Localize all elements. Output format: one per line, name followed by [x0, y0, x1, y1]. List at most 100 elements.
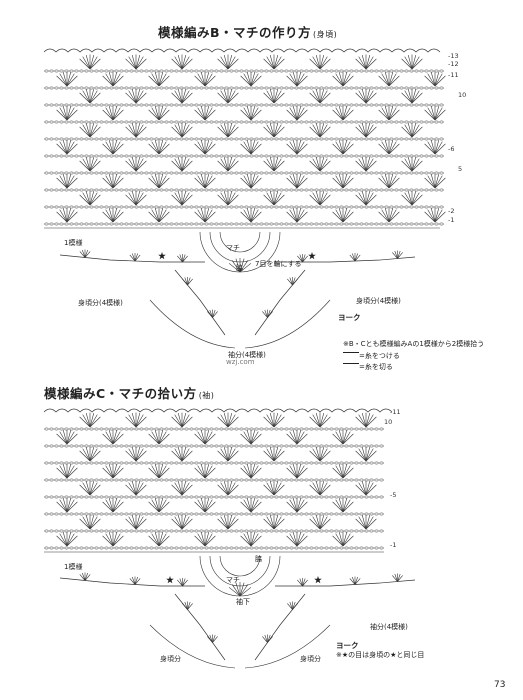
section-c-chart-fan	[181, 414, 190, 428]
section-b-chart-chain	[289, 137, 294, 141]
section-c-chart-fan	[85, 481, 91, 496]
section-b-chart-chain	[314, 171, 319, 175]
section-b-chart-chain	[59, 69, 64, 73]
section-b-chart-chain	[89, 222, 94, 226]
section-c-chart-chain	[199, 495, 204, 499]
section-c-chart-fan	[174, 414, 183, 428]
section-b-chart-chain	[434, 69, 439, 73]
section-c-left-upper-fan	[182, 578, 186, 587]
row-number: 5	[458, 165, 463, 173]
section-b-left-upper-fan	[177, 255, 183, 263]
section-b-chart-chain	[434, 154, 439, 158]
section-c-right-upper-fan	[297, 579, 303, 587]
section-c-chart-chain	[354, 495, 359, 499]
section-c-chart-fan	[174, 448, 183, 462]
section-b-chart-fan	[384, 174, 390, 189]
section-c-chart-chain	[64, 529, 69, 533]
section-b-chart-fan	[365, 55, 371, 70]
section-b-chart-fan	[434, 141, 443, 155]
star-icon	[314, 576, 322, 584]
section-b-chart-chain	[254, 103, 259, 107]
section-c-chart-fan	[365, 516, 374, 530]
section-b-chart-fan	[355, 58, 367, 70]
section-c-chart-fan	[204, 498, 210, 513]
section-b-chart-chain	[224, 188, 229, 192]
section-b-chart-fan	[332, 143, 344, 155]
section-b-chart-fan	[227, 58, 239, 70]
section-b-chart-chain	[144, 120, 149, 124]
section-c-chart-fan	[289, 465, 298, 479]
section-c-chart-fan	[312, 482, 321, 496]
section-b-chart-chain	[184, 171, 189, 175]
section-b-chart-chain	[274, 222, 279, 226]
section-c-chart-chain	[144, 461, 149, 465]
section-c-right-upper-fan	[394, 573, 398, 582]
section-b-chart-fan	[177, 55, 183, 70]
section-c-chart-chain	[154, 529, 159, 533]
section-b-chart-fan	[289, 209, 298, 223]
section-b-chart-chain	[129, 69, 134, 73]
section-b-chart-chain	[229, 137, 234, 141]
section-b-chart-fan	[243, 73, 252, 87]
section-b-chart-chain	[139, 205, 144, 209]
section-c-chart-chain	[114, 495, 119, 499]
section-b-chart-chain	[439, 222, 444, 226]
section-b-chart-chain	[49, 137, 54, 141]
section-c-chart-chain	[69, 461, 74, 465]
section-c-chart-fan	[181, 413, 187, 428]
section-b-chart-chain	[219, 171, 224, 175]
section-b-left-upper-fan	[182, 255, 188, 263]
section-b-chart-chain	[229, 222, 234, 226]
section-b-chart-chain	[79, 154, 84, 158]
section-b-chart-fan	[204, 72, 210, 87]
section-b-chart-fan	[332, 75, 344, 87]
section-b-chart-chain	[189, 188, 194, 192]
section-c-chart-chain	[264, 427, 269, 431]
section-b-chart-fan	[135, 123, 141, 138]
section-b-chart-fan	[342, 177, 354, 189]
section-b-chart-chain	[384, 103, 389, 107]
section-c-chart-chain	[329, 546, 334, 550]
section-b-chart-chain	[79, 188, 84, 192]
section-b-chart-chain	[174, 171, 179, 175]
section-b-chart-fan	[355, 160, 367, 172]
section-c-chart-chain	[149, 495, 154, 499]
section-b-chart-fan	[273, 194, 285, 206]
section-b-chart-chain	[54, 222, 59, 226]
section-b-chart-fan	[85, 123, 91, 138]
section-c-chart-chain	[74, 495, 79, 499]
section-b-chart-chain	[364, 171, 369, 175]
section-b-chart-fan	[335, 107, 344, 121]
section-b-chart-fan	[135, 158, 144, 172]
section-c-chart-chain	[259, 444, 264, 448]
section-c-chart-chain	[274, 461, 279, 465]
section-c-chart-fan	[217, 416, 229, 428]
section-c-chart-fan	[102, 433, 114, 445]
section-b-chart-chain	[164, 205, 169, 209]
section-b-chart-chain	[299, 69, 304, 73]
section-b-chart-fan	[243, 141, 252, 155]
section-b-chart-chain	[139, 103, 144, 107]
section-b-chart-chain	[284, 137, 289, 141]
section-c-chart-chain	[234, 427, 239, 431]
section-c-chart-fan	[171, 450, 183, 462]
section-b-chart-chain	[49, 205, 54, 209]
section-c-chart-fan	[181, 484, 193, 496]
section-b-chart-chain	[269, 188, 274, 192]
section-b-chart-chain	[199, 103, 204, 107]
section-b-chart-chain	[79, 205, 84, 209]
section-c-chart-chain	[59, 512, 64, 516]
section-b-chart-fan	[223, 191, 229, 206]
section-b-chart-fan	[135, 191, 141, 206]
section-b-chart-fan	[273, 123, 279, 138]
section-b-chart-chain	[84, 103, 89, 107]
section-b-chart-chain	[149, 137, 154, 141]
label-underarm: 袖下	[236, 598, 250, 606]
section-b-chart-chain	[339, 69, 344, 73]
section-c-chart-chain	[359, 546, 364, 550]
section-c-chart-chain	[159, 444, 164, 448]
section-b-chart-fan	[227, 157, 233, 172]
section-b-chart-fan	[319, 191, 325, 206]
section-b-chart-chain	[439, 188, 444, 192]
section-b-chart-chain	[234, 69, 239, 73]
